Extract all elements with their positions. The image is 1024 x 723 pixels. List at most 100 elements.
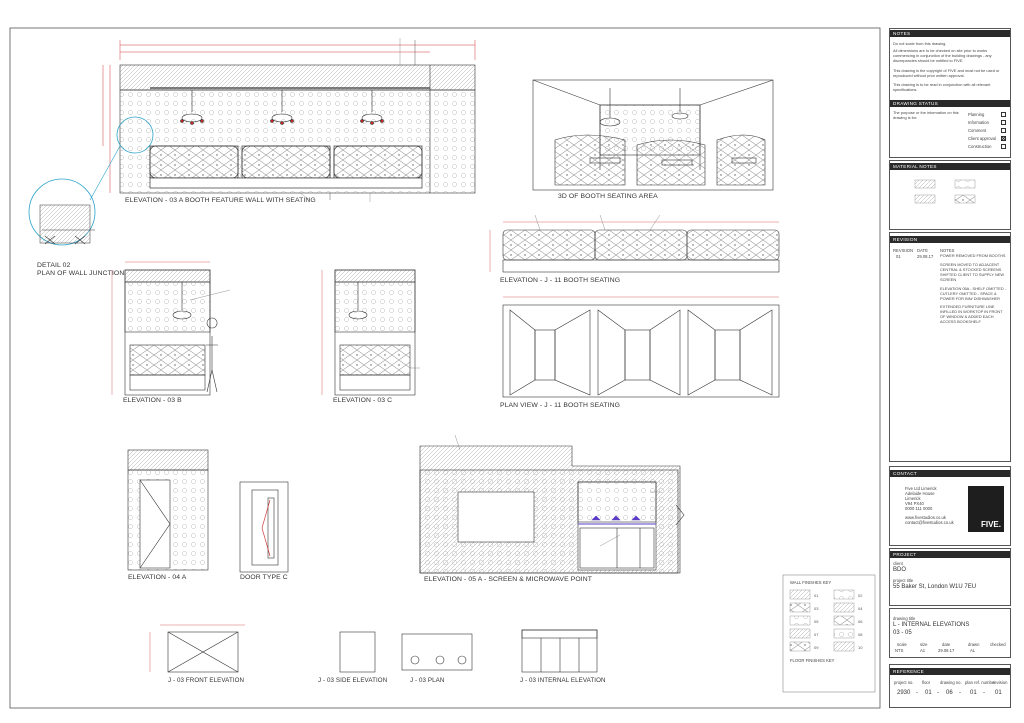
status-construction-label: Construction [968,144,992,149]
ref-label-drawing: drawing no. [940,680,962,685]
view-title-door-type-c: DOOR TYPE C [240,574,288,581]
ref-value-floor: 01 [925,690,932,696]
note-2: All dimensions are to be checked on site… [893,48,992,63]
legend-code: 05 [814,619,819,624]
contact-email[interactable]: contact@fivestudios.co.uk [905,520,954,525]
scale-value: NTS [895,648,904,653]
j03-side-drawing [339,631,376,673]
legend-code: 08 [858,632,863,637]
revision-row-1-date: 29.08.17 [917,254,934,259]
contact-line-4: V94 PX40 [905,501,924,506]
ref-label-revision: revision [993,680,1008,685]
legend-code: 09 [814,645,819,650]
view-title-elevation-04a: ELEVATION - 04 A [128,574,187,581]
material-notes-panel [889,160,1011,230]
revision-col-notes: NOTES [940,248,955,253]
detail-02-drawing [28,116,154,246]
legend-swatch [833,615,855,626]
ref-value-project: 2930 [897,690,911,696]
status-client-approval-checkbox[interactable] [1001,136,1007,142]
view-title-j03-plan: J - 03 PLAN [410,677,445,684]
drawing-subtitle-value: 03 - 05 [893,630,912,636]
view-subtitle-detail-02: PLAN OF WALL JUNCTION [37,270,125,277]
legend-swatch [833,628,855,639]
view-title-elevation-05a: ELEVATION - 05 A - SCREEN & MICROWAVE PO… [424,576,592,583]
legend-swatch [789,628,811,639]
revision-row-1-rev: 01 [896,254,901,259]
plan-j11-drawing [502,296,780,398]
contact-line-1: Five Ltd Limerick [905,486,937,491]
legend-code: 04 [858,606,863,611]
note-4: This drawing is to be read in conjunctio… [893,82,991,92]
contact-website[interactable]: www.fivestudios.co.uk [905,515,946,520]
ref-value-drawing: 06 [946,690,953,696]
legend-code: 03 [814,606,819,611]
view-title-elevation-03b: ELEVATION - 03 B [123,397,182,404]
status-information-checkbox[interactable] [1001,120,1006,125]
ref-label-project: project no. [894,680,914,685]
view-title-elevation-03c: ELEVATION - 03 C [333,397,393,404]
drawing-title-value: L - INTERNAL ELEVATIONS [893,622,970,628]
j03-front-drawing [149,624,245,673]
legend-code: 01 [814,593,819,598]
ref-sep-2: - [937,690,939,696]
view-title-detail-02: DETAIL 02 [37,262,71,269]
sheet-border [9,27,881,709]
notes-heading: NOTES [890,30,1010,37]
date-label: date [942,642,951,647]
date-value: 29.08.17 [938,648,955,653]
leader-lines [189,38,661,547]
revision-panel [889,232,1011,462]
legend-code: 10 [858,645,863,650]
revision-heading: REVISION [890,236,1010,243]
revision-row-1-notes: POWER REMOVED FROM BOOTHS [940,253,1006,258]
drawing-title-label: drawing title [893,616,916,621]
ref-label-plan: plan ref. number [965,680,996,685]
view-title-plan-j11: PLAN VIEW - J - 11 BOOTH SEATING [500,402,621,409]
drawing-status-intro: The purpose or the information on this d… [893,110,959,120]
contact-line-3: Limerick [905,496,921,501]
project-title-label: project title [893,578,914,583]
status-comment-checkbox[interactable] [1001,128,1006,133]
contact-heading: CONTACT [890,470,1010,477]
note-3: This drawing is the copyright of FIVE an… [893,68,1000,78]
view-title-3d: 3D OF BOOTH SEATING AREA [558,193,658,200]
legend-swatch [789,602,811,613]
legend-code: 07 [814,632,819,637]
elevation-03c-drawing [321,269,416,396]
revision-col-rev: REVISION [893,248,914,253]
door-type-c-drawing [239,481,289,573]
j03-plan-drawing [401,633,473,671]
status-planning-label: Planning [968,112,985,117]
status-construction-checkbox[interactable] [1001,144,1006,149]
revision-row-3-notes: ELEVATION 05A - SHELF OMITTED - CUTLERY … [940,286,1007,301]
status-planning-checkbox[interactable] [1001,112,1006,117]
ref-sep-1: - [916,690,918,696]
view-title-elevation-j11: ELEVATION - J - 11 BOOTH SEATING [500,277,621,284]
client-value: BDO [893,567,907,573]
legend-swatch [833,602,855,613]
legend-code: 02 [858,593,863,598]
size-label: size [920,642,928,647]
drawing-status-heading: DRAWING STATUS [890,100,1010,107]
project-heading: PROJECT [890,551,1010,558]
legend-swatch [789,615,811,626]
view-title-j03-side: J - 03 SIDE ELEVATION [318,677,388,684]
drawn-label: drawn [968,642,980,647]
elevation-05a-drawing [419,445,685,574]
legend-swatch [789,641,811,652]
checked-label: checked [990,642,1006,647]
five-logo: FIVE. [968,486,1004,532]
legend-swatch [833,641,855,652]
note-1: Do not scale from this drawing. [893,41,947,46]
legend-swatch [833,589,855,600]
legend-heading: WALL FINISHES KEY [790,580,832,585]
view-title-j03-front: J - 03 FRONT ELEVATION [168,677,245,684]
elevation-03b-drawing [111,261,218,396]
drawing-info-panel [889,608,1011,658]
five-logo-text: FIVE. [980,520,1001,529]
legend-heading-2: FLOOR FINISHES KEY [790,658,835,663]
status-client-approval-label: Client approval [968,136,996,141]
